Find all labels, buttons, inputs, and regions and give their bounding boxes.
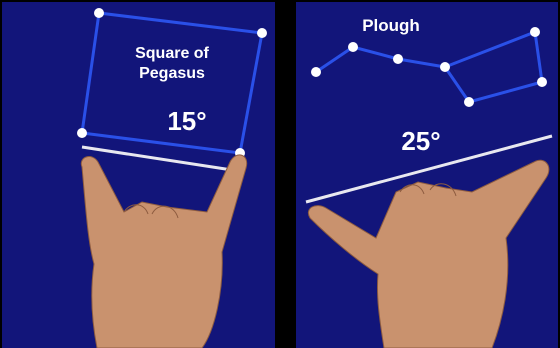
left-panel-square-of-pegasus: Square of Pegasus 15°	[2, 2, 275, 348]
angle-label-25-degrees: 25°	[386, 126, 456, 157]
constellation-label-plough: Plough	[346, 16, 436, 36]
star	[348, 42, 358, 52]
star	[77, 128, 87, 138]
plough-stars	[311, 27, 547, 107]
hand-index-little-finger	[81, 155, 246, 348]
star	[530, 27, 540, 37]
star	[257, 28, 267, 38]
star	[440, 62, 450, 72]
right-panel-illustration	[296, 2, 558, 348]
star	[94, 8, 104, 18]
constellation-label-square-of-pegasus: Square of Pegasus	[112, 44, 232, 84]
hand-thumb-little-finger	[308, 160, 549, 348]
star	[311, 67, 321, 77]
angle-label-15-degrees: 15°	[152, 106, 222, 137]
star	[393, 54, 403, 64]
right-panel-plough: Plough 25°	[296, 2, 558, 348]
plough-lines	[316, 32, 542, 102]
star	[464, 97, 474, 107]
star	[537, 77, 547, 87]
